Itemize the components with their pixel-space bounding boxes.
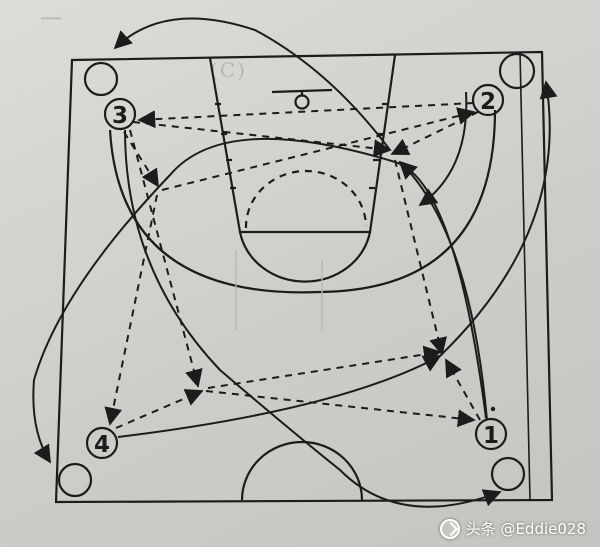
player-4-circle: [85, 426, 119, 460]
cut-4-to-right-mid: [117, 355, 442, 438]
half-court-circle: [240, 440, 364, 501]
player-3-circle: [103, 97, 137, 131]
watermark: 头条 @Eddie028: [439, 518, 586, 539]
background-print-text-2: (C): [210, 58, 247, 82]
pass-3-to-paint: [132, 121, 392, 158]
player-1-circle: [474, 417, 508, 451]
basket: [294, 94, 310, 110]
three-point-arc: [108, 109, 497, 294]
pass-paint-to-right-mid: [394, 159, 447, 356]
pass-3-to-center-low: [129, 129, 203, 388]
pass-1-to-right-mid: [445, 358, 481, 421]
pass-2-to-paint: [390, 111, 479, 155]
player-1-label: 1: [483, 423, 499, 449]
cut-1-to-paint: [398, 160, 488, 421]
pass-2-to-3: [137, 102, 475, 129]
background-print-text: 一: [40, 8, 65, 33]
pass-3-to-mid-left: [123, 131, 159, 188]
player-2-label: 2: [480, 89, 496, 115]
free-throw-circle-dashed: [244, 169, 368, 229]
position-circle-bottom-left: [57, 462, 93, 498]
player-2-circle: [471, 83, 505, 117]
position-circle-top-left: [83, 61, 119, 97]
pass-mid-left-to-4: [104, 194, 158, 426]
cut-right-mid-to-top-right: [439, 80, 558, 357]
cut-top-to-top-left: [113, 17, 391, 151]
position-circle-bottom-right: [490, 456, 526, 492]
court-right-edge: [519, 51, 531, 501]
cut-top-left-to-2: [418, 91, 468, 207]
cut-1-to-bottom-left: [32, 137, 487, 464]
pass-mid-left-to-2: [161, 107, 476, 191]
player-4-label: 4: [94, 432, 110, 458]
pass-4-to-center-low: [115, 389, 204, 429]
pass-center-low-to-right-mid: [207, 345, 442, 389]
court-boundary: [54, 50, 554, 504]
watermark-text: 头条 @Eddie028: [465, 520, 586, 538]
position-circle-top-right: [498, 52, 536, 90]
cut-3-to-bottom-right: [124, 129, 502, 508]
free-throw-circle-solid: [238, 231, 372, 283]
free-throw-lane: [208, 54, 397, 234]
player-3-label: 3: [112, 103, 128, 129]
toutiao-logo-icon: [439, 518, 460, 539]
